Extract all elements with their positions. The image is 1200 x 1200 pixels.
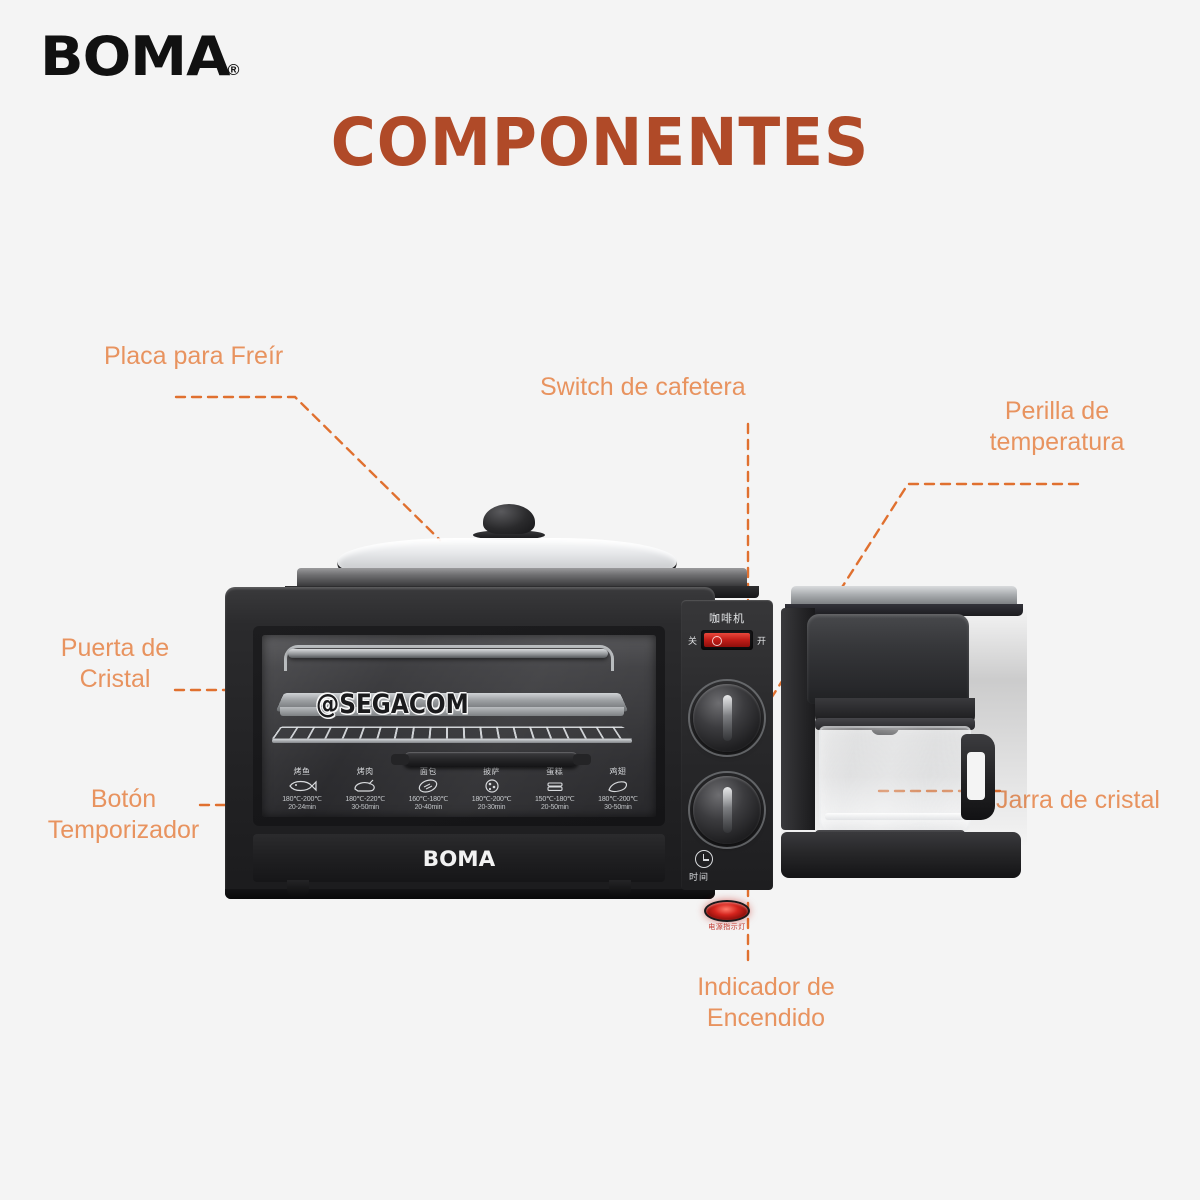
function-temp: 160℃-180℃	[408, 795, 449, 803]
function-temp: 180℃-200℃	[598, 795, 638, 803]
timer-knob-pointer	[722, 787, 732, 833]
callout-label-boton-temporizador: Botón Temporizador	[47, 785, 200, 844]
clock-icon	[695, 850, 713, 868]
power-indicator-light	[704, 900, 750, 922]
power-indicator-label: 电源指示灯	[708, 923, 746, 931]
function-time: 20-40min	[414, 804, 443, 812]
meat-icon	[335, 778, 395, 794]
pizza-icon	[462, 778, 522, 794]
function-name-cn: 烤肉	[356, 766, 374, 776]
brand-wordmark: BOMA	[40, 25, 230, 88]
function-item: 烤肉 180℃-220℃ 30-50min	[335, 766, 395, 814]
temperature-knob-pointer	[722, 695, 732, 741]
wire-rack	[271, 726, 633, 740]
switch-off-label: 关	[688, 637, 698, 647]
water-tank	[807, 614, 969, 704]
oven-front-panel: BOMA	[253, 834, 665, 896]
control-panel: 咖啡机 关 开 时间 电源指示灯	[681, 600, 773, 931]
cake-icon	[525, 778, 585, 794]
coffee-maker-module	[781, 586, 1027, 886]
door-handle[interactable]	[391, 752, 591, 767]
lid-knob-base	[473, 530, 545, 540]
callout-label-switch-de-cafetera: Switch de cafetera	[540, 373, 746, 401]
callout-label-jarra-de-cristal: Jarra de cristal	[996, 786, 1160, 814]
wire-rack-rail	[272, 739, 632, 743]
callout-label-placa-para-freir: Placa para Freír	[104, 342, 284, 370]
function-guide-strip: 烤鱼 180℃-200℃ 20-24min 烤肉 180℃-220℃ 3	[268, 753, 652, 813]
product-image-breakfast-machine: 烤鱼 180℃-200℃ 20-24min 烤肉 180℃-220℃ 3	[225, 490, 1027, 931]
registered-trademark-icon: ®	[227, 62, 240, 79]
function-time: 20-50min	[540, 804, 569, 812]
bread-icon	[398, 778, 458, 794]
switch-on-label: 开	[756, 637, 766, 647]
function-item: 披萨 180℃-200℃ 20-30min	[462, 766, 522, 814]
function-item: 面包 160℃-180℃ 20-40min	[398, 766, 458, 814]
function-item: 蛋糕 150℃-180℃ 20-50min	[525, 766, 585, 814]
carafe-band	[825, 813, 965, 820]
function-name-cn: 鸡翅	[609, 766, 627, 776]
chicken-icon	[588, 778, 648, 794]
callout-label-perilla-de-temperatura: Perilla de temperatura	[989, 397, 1125, 456]
heating-element-arc	[284, 645, 614, 671]
timer-knob[interactable]	[688, 771, 766, 849]
lid-knob	[483, 504, 535, 534]
fish-icon	[272, 778, 332, 794]
coffee-maker-label: 咖啡机	[709, 612, 745, 625]
product-badge: BOMA	[422, 847, 496, 871]
door-glass-panel: 烤鱼 180℃-200℃ 20-24min 烤肉 180℃-220℃ 3	[262, 635, 656, 817]
coffee-maker-top-lid[interactable]	[791, 586, 1017, 608]
callout-label-puerta-de-cristal: Puerta de Cristal	[60, 634, 170, 693]
glass-door: 烤鱼 180℃-200℃ 20-24min 烤肉 180℃-220℃ 3	[253, 626, 665, 826]
function-name-cn: 蛋糕	[546, 766, 564, 776]
function-time: 30-50min	[604, 804, 632, 812]
function-time: 30-50min	[351, 804, 379, 812]
function-temp: 180℃-200℃	[282, 795, 322, 803]
baking-tray-front	[280, 707, 624, 716]
coffee-maker-switch[interactable]	[701, 630, 753, 650]
function-temp: 180℃-200℃	[471, 795, 512, 803]
function-time: 20-30min	[477, 804, 506, 812]
function-item: 烤鱼 180℃-200℃ 20-24min	[272, 766, 332, 814]
heating-element-top	[288, 649, 608, 658]
timer-label: 时间	[689, 873, 710, 883]
function-name-cn: 烤鱼	[293, 766, 311, 776]
function-item: 鸡翅 180℃-200℃ 30-50min	[588, 766, 648, 814]
coffee-maker-top-edge	[785, 604, 1023, 616]
callout-label-indicador-de-encendido: Indicador de Encendido	[697, 973, 835, 1032]
oven-foot-left	[287, 880, 309, 896]
oven-foot-right	[609, 880, 631, 896]
coffee-maker-base	[781, 832, 1021, 878]
page-title: COMPONENTES	[330, 104, 870, 181]
function-temp: 180℃-220℃	[345, 795, 385, 803]
boma-logo: BOMA ®	[40, 30, 239, 84]
carafe-handle[interactable]	[961, 734, 995, 820]
function-name-cn: 披萨	[483, 766, 501, 776]
function-time: 20-24min	[288, 804, 316, 812]
coffee-maker-switch-rocker	[704, 633, 750, 647]
function-name-cn: 面包	[419, 766, 437, 776]
glass-carafe[interactable]	[819, 726, 995, 836]
function-temp: 150℃-180℃	[534, 795, 575, 803]
temperature-knob[interactable]	[688, 679, 766, 757]
